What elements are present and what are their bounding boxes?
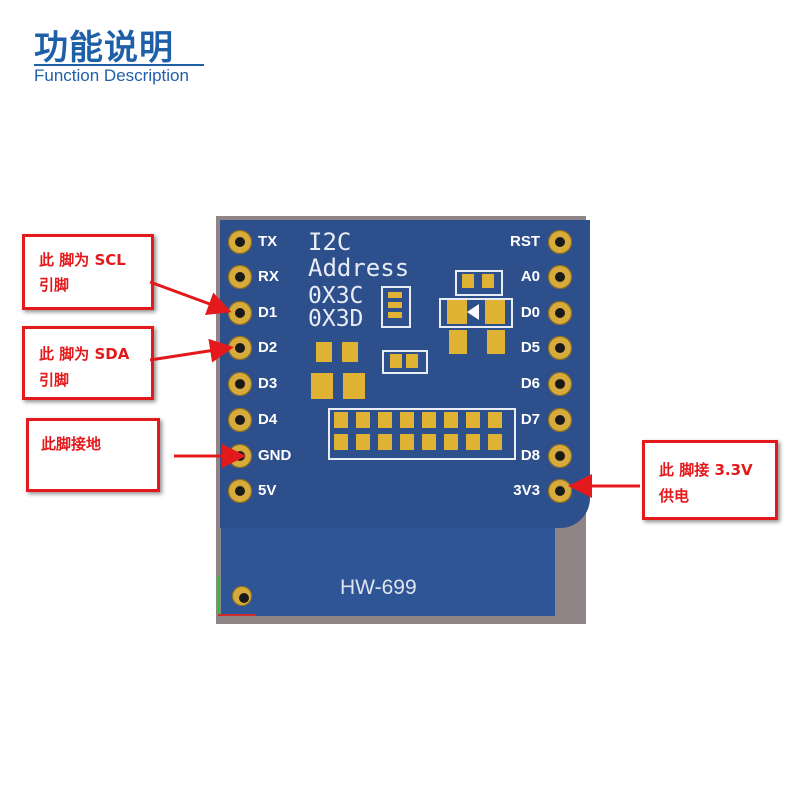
pin-hole-rx [228, 265, 252, 289]
pin-hole-gnd [228, 444, 252, 468]
pin-hole-d7 [548, 408, 572, 432]
pin-hole-d3 [228, 372, 252, 396]
pin-hole-d8 [548, 444, 572, 468]
callout-3v3-line2: 供电 [659, 487, 690, 505]
pin-label-d6: D6 [520, 375, 540, 392]
model-label: HW-699 [340, 576, 417, 599]
pin-label-d1: D1 [258, 304, 278, 321]
pin-label-gnd: GND [258, 447, 292, 464]
pad [406, 354, 418, 368]
pin-hole-5v [228, 479, 252, 503]
axis-marker-x [218, 614, 256, 616]
pin-hole-d6 [548, 372, 572, 396]
pin-label-d3: D3 [258, 375, 278, 392]
mounting-hole [232, 586, 252, 606]
pin-hole-d1 [228, 301, 252, 325]
pad [342, 342, 358, 362]
jumper-pad-2 [388, 302, 402, 308]
pin-label-d7: D7 [520, 411, 540, 428]
pin-label-tx: TX [258, 233, 278, 250]
connector-pad [356, 412, 370, 428]
callout-sda-line1: 此 脚为 SDA [39, 345, 130, 363]
address-label: Address [308, 254, 410, 282]
pin-hole-tx [228, 230, 252, 254]
pin-hole-d2 [228, 336, 252, 360]
i2c-label: I2C [308, 228, 352, 256]
callout-gnd: 此脚接地 [26, 418, 160, 492]
pin-label-d4: D4 [258, 411, 278, 428]
component-outline-a0 [455, 270, 503, 296]
connector-pad [356, 434, 370, 450]
pin-hole-d5 [548, 336, 572, 360]
component-outline-diode [439, 298, 513, 328]
connector-pad [488, 434, 502, 450]
pad [343, 373, 365, 399]
connector-pad [378, 434, 392, 450]
pad [449, 330, 467, 354]
connector-pad [466, 412, 480, 428]
address-jumper [381, 286, 411, 328]
connector-pad [422, 434, 436, 450]
callout-scl: 此 脚为 SCL 引脚 [22, 234, 154, 310]
callout-3v3: 此 脚接 3.3V 供电 [642, 440, 778, 520]
callout-scl-line1: 此 脚为 SCL [39, 251, 126, 269]
callout-gnd-text: 此脚接地 [41, 435, 102, 453]
connector-pad [444, 434, 458, 450]
title-rule [34, 64, 204, 66]
callout-sda-line2: 引脚 [39, 371, 70, 389]
pin-label-rx: RX [258, 268, 279, 285]
pad [390, 354, 402, 368]
callout-3v3-line1: 此 脚接 3.3V [659, 461, 753, 479]
callout-scl-line2: 引脚 [39, 276, 70, 294]
pad [447, 300, 467, 324]
pin-label-d0: D0 [520, 304, 540, 321]
pin-label-3v3: 3V3 [513, 482, 540, 499]
pin-hole-d0 [548, 301, 572, 325]
pin-hole-a0 [548, 265, 572, 289]
address-0x3c: 0X3C [308, 283, 364, 309]
page-title: 功能说明 [34, 28, 174, 68]
pad-array-outline [328, 408, 516, 460]
pad [316, 342, 332, 362]
connector-pad [466, 434, 480, 450]
pin-hole-d4 [228, 408, 252, 432]
pin-label-a0: A0 [520, 268, 540, 285]
pin-hole-3v3 [548, 479, 572, 503]
callout-sda: 此 脚为 SDA 引脚 [22, 326, 154, 400]
connector-pad [400, 412, 414, 428]
pad [485, 300, 505, 324]
pcb-board [220, 220, 590, 528]
address-0x3d: 0X3D [308, 306, 364, 332]
component-outline-small [382, 350, 428, 374]
connector-pad [334, 434, 348, 450]
connector-pad [488, 412, 502, 428]
jumper-pad-1 [388, 292, 402, 298]
page-subtitle: Function Description [34, 66, 189, 85]
pad [462, 274, 474, 288]
pad-array [334, 412, 510, 456]
pin-label-rst: RST [510, 233, 540, 250]
pin-label-5v: 5V [258, 482, 277, 499]
jumper-pad-3 [388, 312, 402, 318]
pin-hole-rst [548, 230, 572, 254]
arrow-scl [149, 280, 232, 316]
pin-label-d5: D5 [520, 339, 540, 356]
connector-pad [444, 412, 458, 428]
pad [482, 274, 494, 288]
pad [311, 373, 333, 399]
pin-label-d8: D8 [520, 447, 540, 464]
connector-pad [334, 412, 348, 428]
pad [487, 330, 505, 354]
connector-pad [400, 434, 414, 450]
pcb-lower [221, 528, 555, 616]
connector-pad [378, 412, 392, 428]
diode-arrow-icon [467, 304, 479, 320]
connector-pad [422, 412, 436, 428]
pin-label-d2: D2 [258, 339, 278, 356]
axis-marker [218, 576, 220, 616]
